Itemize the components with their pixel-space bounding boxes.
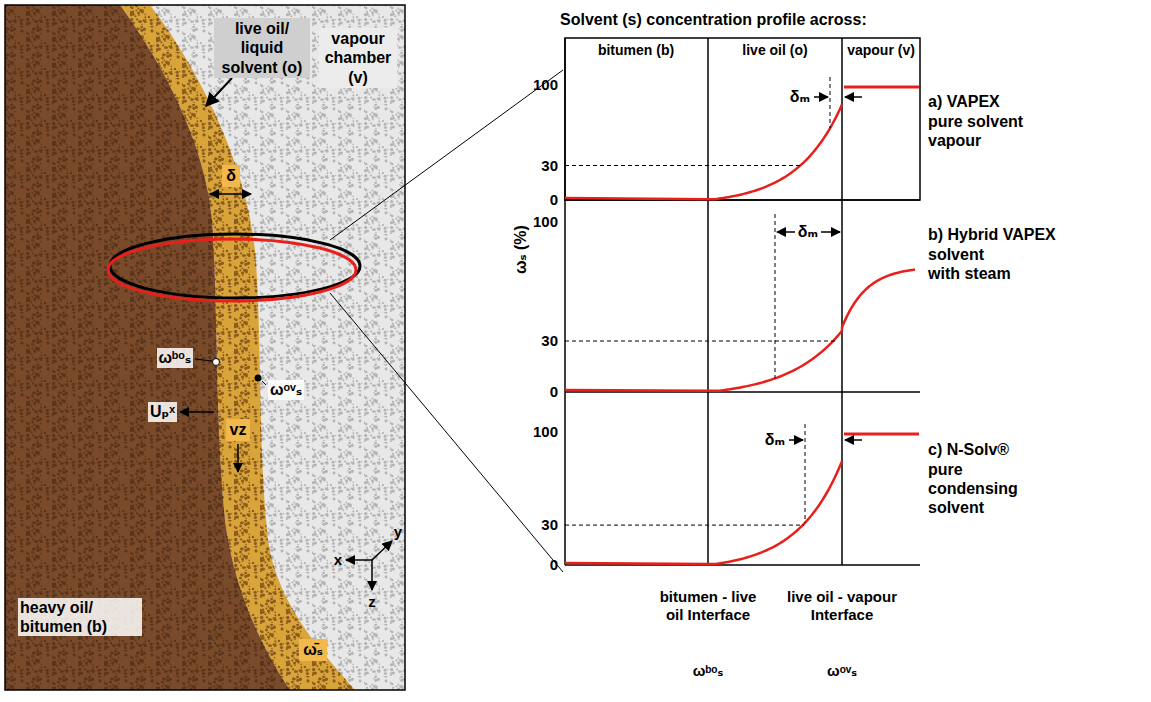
symbol-box: vz (226, 419, 251, 440)
interface-dot (213, 359, 220, 366)
axis-label: y (394, 523, 402, 541)
chart-title: Solvent (s) concentration profile across… (560, 10, 867, 29)
dimension-arrow (845, 439, 862, 441)
tick-label: 30 (541, 332, 558, 350)
boundary-line (805, 424, 806, 523)
zoom-ellipse (108, 239, 356, 301)
node-text: vz (230, 420, 247, 439)
velocity-symbol: Uₚˣ (148, 402, 177, 421)
axis-arrow (372, 541, 392, 560)
dimension-label: δₘ (788, 87, 812, 106)
dimension-arrow (777, 231, 795, 233)
tick-label: 100 (533, 76, 558, 94)
case-title: a) VAPEX (928, 92, 1000, 111)
case-description: pure solvent vapour (928, 112, 1038, 150)
leader-arrow (206, 78, 232, 106)
column-header: live oil (o) (742, 42, 807, 59)
dimension-arrow (789, 439, 803, 441)
axis-label: z (368, 593, 376, 611)
zoom-line (330, 70, 563, 240)
node-text: δ (226, 166, 236, 185)
tick-label: 30 (541, 516, 558, 534)
concentration-curve (842, 270, 915, 331)
tick-label: 30 (541, 157, 558, 175)
panel-border (5, 5, 405, 690)
plot-frame (565, 38, 920, 200)
case-description: pure condensing solvent (928, 460, 1038, 518)
column-header: bitumen (b) (598, 42, 674, 59)
concentration-curve (565, 105, 842, 200)
axis-title: ωₛ (%) (510, 226, 529, 275)
column-header: vapour (v) (847, 42, 915, 59)
zoom-ellipse (110, 234, 360, 298)
case-description: solvent with steam (928, 245, 1018, 283)
dimension-arrow (814, 96, 828, 98)
boundary-line (830, 77, 831, 128)
interface-symbol: ωᵒᵛₛ (268, 380, 304, 399)
interface-symbol: ωᵇᵒₛ (157, 348, 193, 367)
boundary-line (775, 214, 776, 378)
axis-label: x (334, 551, 342, 569)
leader-line (262, 381, 266, 385)
interface-line (841, 38, 843, 565)
dimension-arrow (845, 96, 862, 98)
concentration-curve (565, 461, 842, 564)
interface-symbol: ωᵒᵛₛ (827, 662, 857, 680)
leader-line (195, 359, 212, 361)
dimension-label: δₘ (796, 222, 820, 241)
axis-arrow (371, 560, 373, 590)
tick-label: 100 (533, 213, 558, 231)
vapour-chamber (5, 5, 405, 690)
node-text: ω̄ₛ (303, 640, 323, 659)
tick-label: 100 (533, 423, 558, 441)
dimension-label: δₘ (763, 430, 787, 449)
interface-symbol: ωᵇᵒₛ (693, 662, 723, 680)
region-label-box: live oil/ liquid solvent (o) (214, 18, 310, 78)
case-title: c) N-Solv® (928, 440, 1009, 459)
tick-label: 0 (550, 383, 558, 401)
reference-line (565, 525, 804, 526)
vapour-concentration (844, 86, 919, 89)
axis-arrow (346, 559, 372, 561)
interface-label: live oil - vapour Interface (786, 588, 898, 624)
region-label-box: vapour chamber (v) (319, 28, 397, 88)
bitumen-region (5, 5, 290, 690)
velocity-arrow (180, 411, 214, 413)
tick-label: 0 (550, 191, 558, 209)
symbol-box: δ (222, 165, 240, 186)
y-axis (564, 38, 566, 565)
node-text: live oil/ liquid solvent (o) (218, 19, 306, 77)
velocity-arrow (237, 444, 239, 472)
reference-line (565, 341, 835, 342)
interface-dot (255, 375, 262, 382)
vapour-concentration (844, 433, 919, 436)
tick-label: 0 (550, 556, 558, 574)
reference-line (565, 165, 802, 166)
region-label: heavy oil/ bitumen (b) (18, 598, 142, 636)
concentration-curve (565, 331, 842, 391)
dimension-arrow (821, 231, 840, 233)
thickness-arrow (210, 193, 251, 195)
node-text: vapour chamber (v) (323, 29, 393, 87)
interface-label: bitumen - live oil Interface (652, 588, 764, 624)
interface-line (707, 38, 709, 565)
symbol-box: ω̄ₛ (299, 639, 327, 660)
case-title: b) Hybrid VAPEX (928, 225, 1056, 244)
zoom-line (330, 293, 563, 572)
